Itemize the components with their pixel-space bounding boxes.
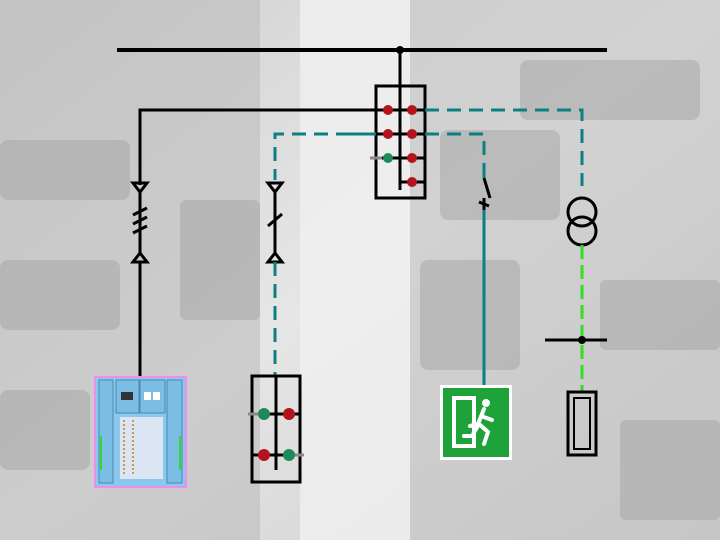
status-dot-red — [407, 129, 417, 139]
status-dot-red — [407, 105, 417, 115]
exit-sign-icon — [440, 385, 512, 460]
status-dot-red — [407, 177, 417, 187]
breaker-box — [248, 374, 304, 484]
transformer-icon — [566, 196, 598, 228]
fuse-icon — [566, 390, 598, 457]
left-feeder — [129, 108, 378, 380]
switchgear-box — [370, 84, 427, 200]
status-dot-red — [407, 153, 417, 163]
status-dot-red — [383, 105, 393, 115]
status-dot-green — [383, 153, 393, 163]
transformer-feeder — [425, 108, 607, 457]
distribution-panel — [94, 376, 187, 488]
exit-feeder — [425, 132, 492, 386]
middle-feeder — [264, 132, 376, 376]
status-dot-red — [383, 129, 393, 139]
